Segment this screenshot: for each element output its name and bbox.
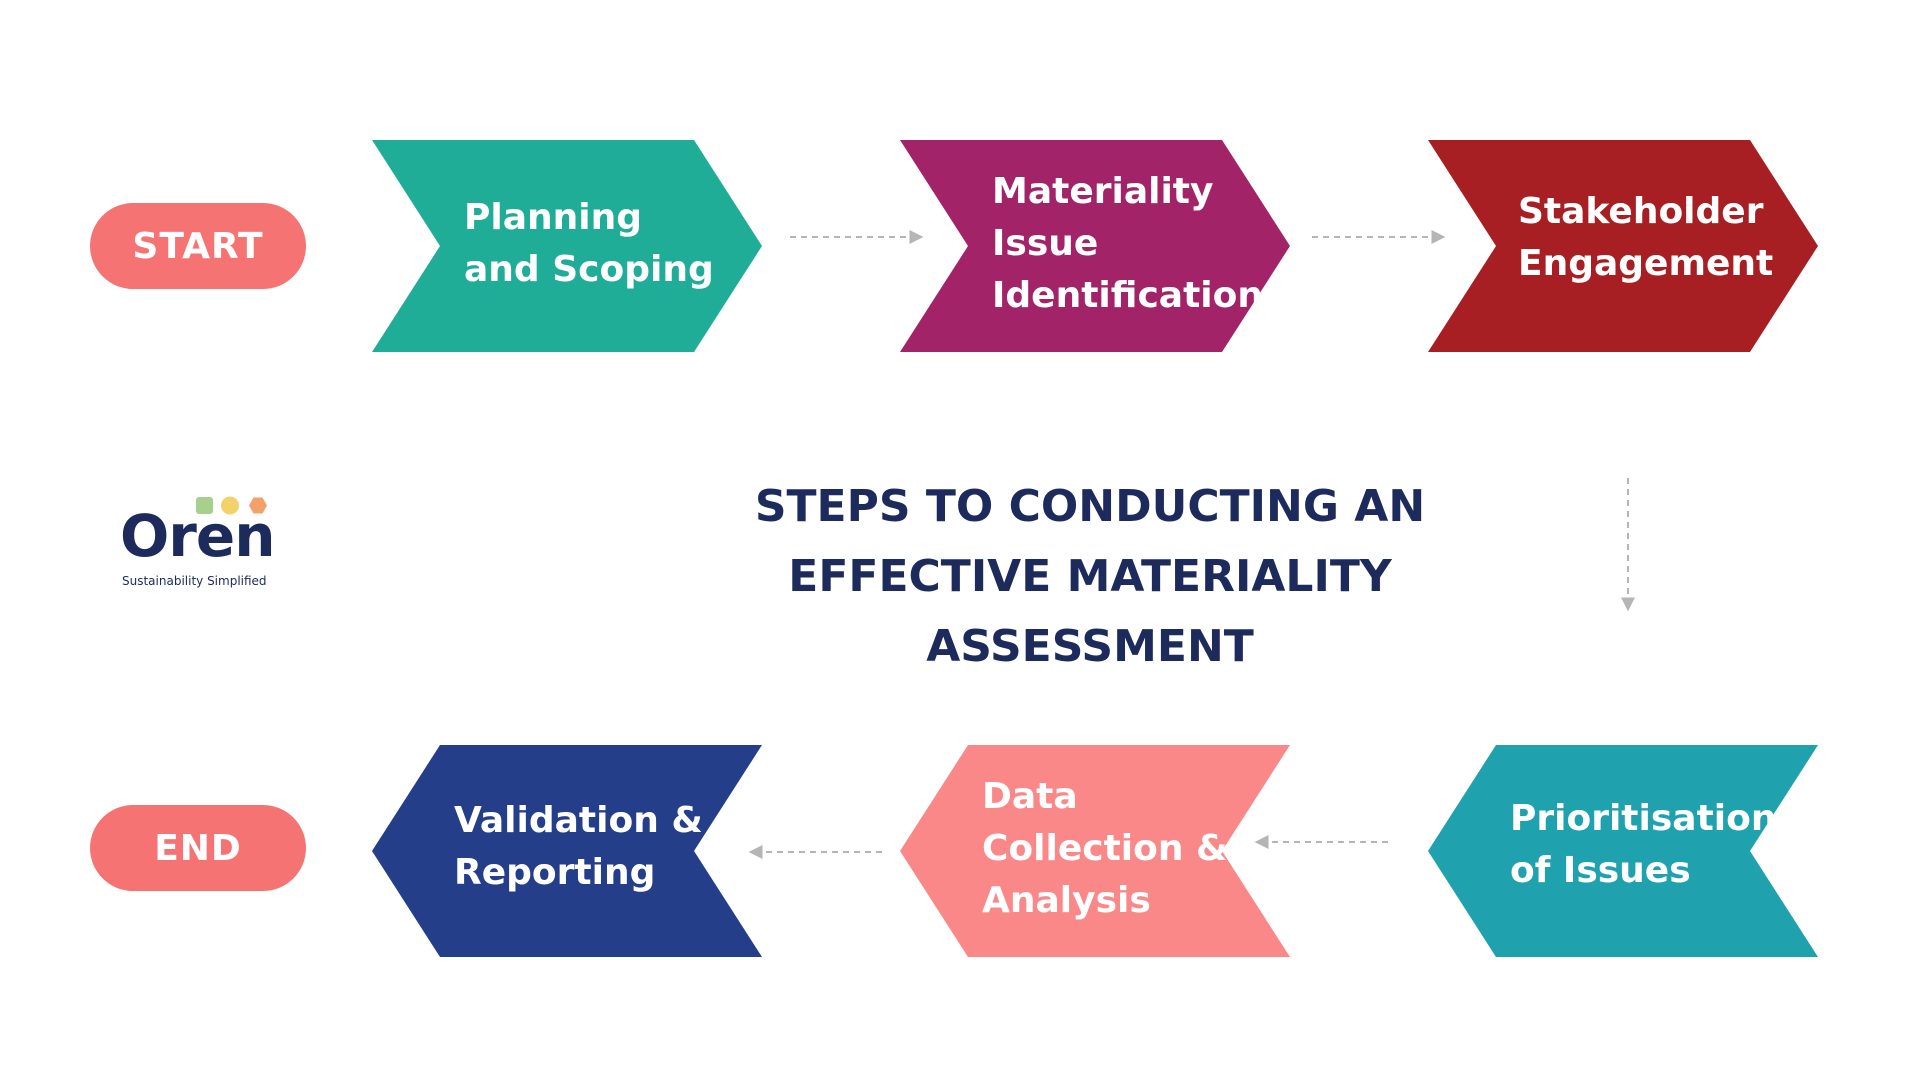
logo-tagline: Sustainability Simplified <box>122 574 267 588</box>
oren-logo: Oren Sustainability Simplified <box>118 492 288 592</box>
step-label-line: Identification <box>992 275 1263 316</box>
step-label-line: of Issues <box>1510 850 1691 891</box>
start-pill: START <box>90 203 306 289</box>
step-label-line: Prioritisation <box>1510 798 1777 839</box>
step-label-line: Reporting <box>454 852 656 893</box>
step-planning-and-scoping: Planning and Scoping <box>372 140 762 352</box>
step-prioritisation-of-issues: Prioritisation of Issues <box>1428 745 1818 957</box>
step-label-line: Data <box>982 776 1078 817</box>
step-arrow-shape <box>1428 140 1818 352</box>
step-arrow-shape <box>900 745 1290 957</box>
step-label-line: Engagement <box>1518 243 1774 284</box>
step-label-line: Issue <box>992 223 1099 264</box>
step-arrow-shape <box>1428 745 1818 957</box>
step-arrow-shape <box>900 140 1290 352</box>
step-label-line: Validation & <box>454 800 703 841</box>
title-line: EFFECTIVE MATERIALITY <box>788 551 1392 602</box>
step-label-line: Collection & <box>982 828 1228 869</box>
step-stakeholder-engagement: Stakeholder Engagement <box>1428 140 1818 352</box>
step-materiality-issue-identification: Materiality Issue Identification <box>900 140 1290 352</box>
step-label-line: Analysis <box>982 880 1151 921</box>
logo-wordmark: Oren <box>120 502 276 570</box>
step-label-line: Stakeholder <box>1518 191 1764 232</box>
title-line: STEPS TO CONDUCTING AN <box>754 481 1426 532</box>
title-line: ASSESSMENT <box>926 621 1254 672</box>
step-label-line: and Scoping <box>464 249 714 290</box>
step-label-line: Planning <box>464 197 643 238</box>
end-pill: END <box>90 805 306 891</box>
step-arrow-shape <box>372 745 762 957</box>
step-data-collection-and-analysis: Data Collection & Analysis <box>900 745 1290 957</box>
step-label-line: Materiality <box>992 171 1214 212</box>
step-validation-and-reporting: Validation & Reporting <box>372 745 762 957</box>
logo-dots-icon <box>196 496 267 515</box>
diagram-title: STEPS TO CONDUCTING AN EFFECTIVE MATERIA… <box>720 472 1460 682</box>
step-arrow-shape <box>372 140 762 352</box>
